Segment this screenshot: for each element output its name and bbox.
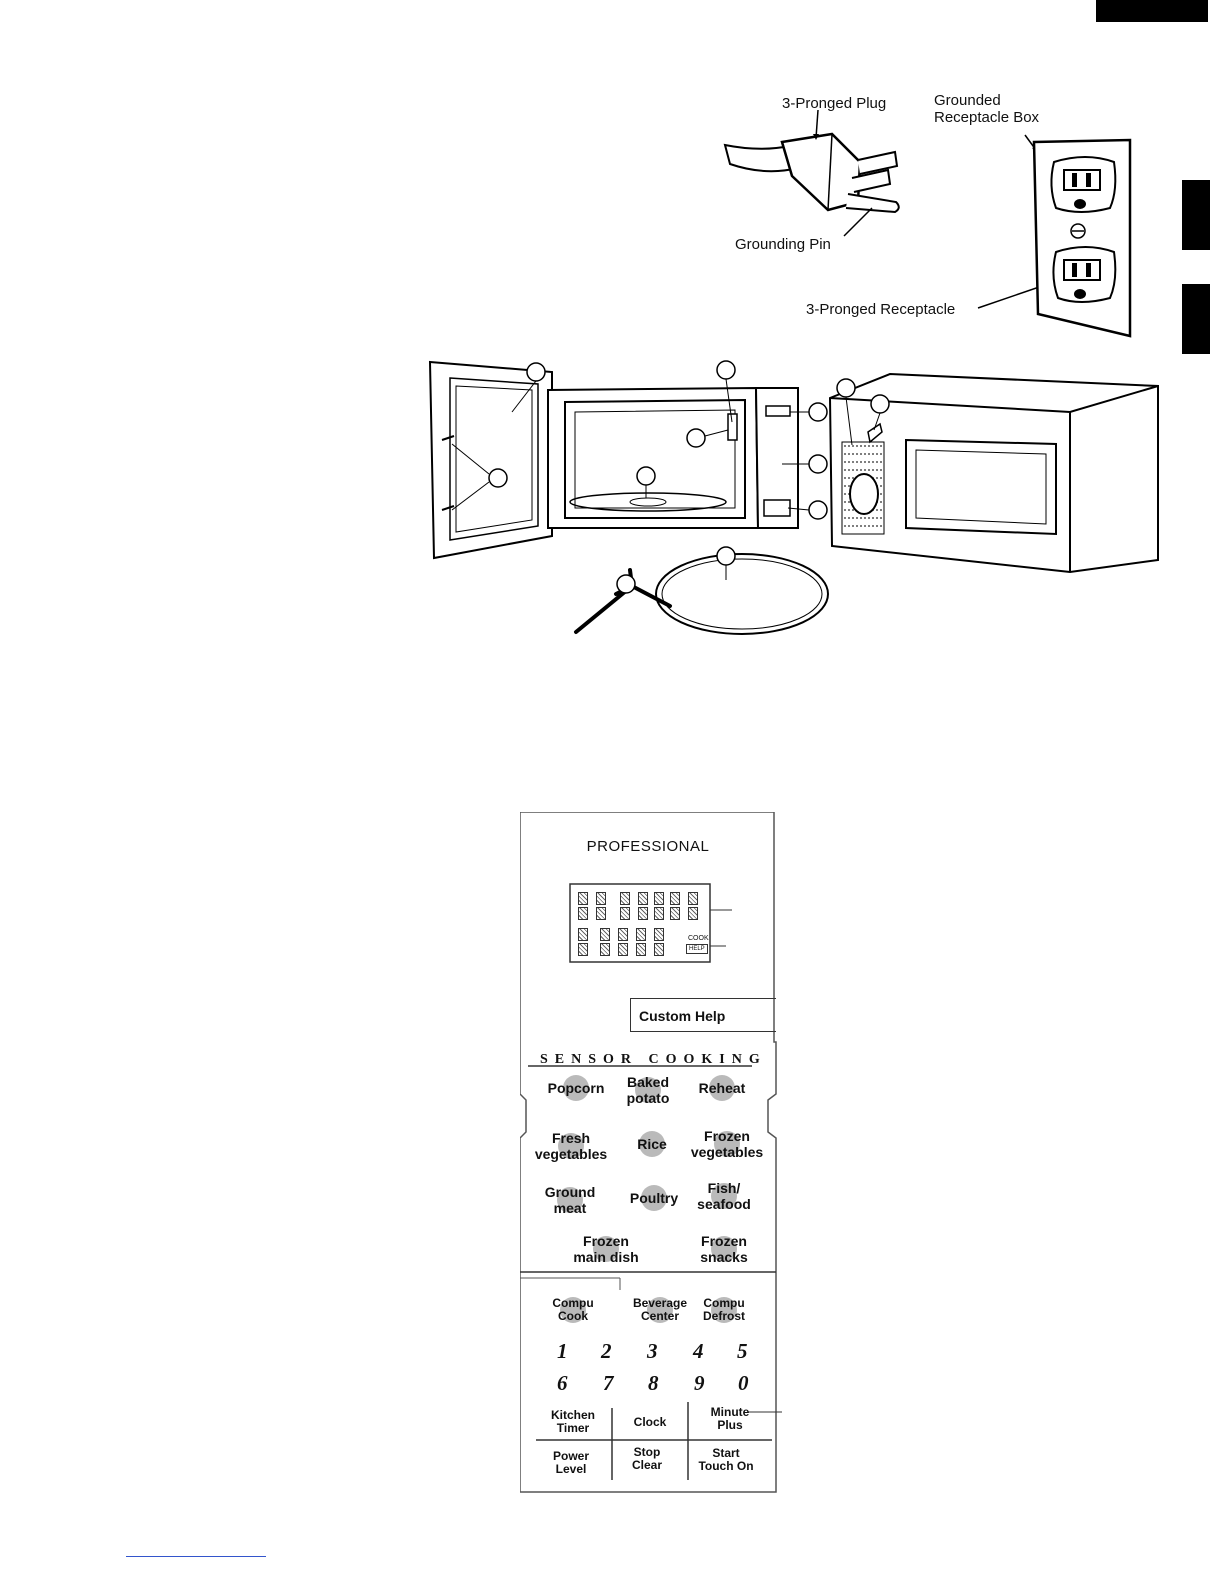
poultry-button[interactable]: Poultry bbox=[612, 1185, 696, 1211]
sensor-cooking-title: SENSOR COOKING bbox=[540, 1052, 767, 1067]
display-digit bbox=[578, 892, 588, 905]
control-panel-outline bbox=[520, 812, 782, 1493]
receptacle-label: 3-Pronged Receptacle bbox=[806, 301, 956, 318]
display-help-label: HELP bbox=[686, 944, 708, 954]
rice-button[interactable]: Rice bbox=[612, 1131, 692, 1157]
header-tab-black bbox=[1096, 0, 1208, 22]
edge-tab-lower bbox=[1182, 284, 1210, 354]
display-digit bbox=[600, 943, 610, 956]
plug-label: 3-Pronged Plug bbox=[782, 95, 887, 112]
display-digit bbox=[618, 928, 628, 941]
number-key-0[interactable]: 0 bbox=[738, 1371, 749, 1395]
beverage-center-button[interactable]: Beverage Center bbox=[632, 1296, 688, 1323]
display-digit bbox=[688, 892, 698, 905]
display-digit bbox=[596, 907, 606, 920]
compu-cook-button[interactable]: Compu Cook bbox=[552, 1296, 594, 1323]
display-digit bbox=[670, 907, 680, 920]
display-digit bbox=[578, 907, 588, 920]
popcorn-button[interactable]: Popcorn bbox=[534, 1075, 618, 1101]
custom-help-button[interactable]: Custom Help bbox=[630, 998, 776, 1032]
display-digit bbox=[654, 892, 664, 905]
display-digit bbox=[578, 928, 588, 941]
frozen-snacks-button[interactable]: Frozen snacks bbox=[700, 1233, 748, 1265]
control-panel: PROFESSIONAL COOK HELP Custom Help SENSO… bbox=[520, 812, 782, 1494]
compu-defrost-button[interactable]: Compu Defrost bbox=[702, 1296, 745, 1323]
ground-meat-button[interactable]: Ground meat bbox=[544, 1184, 596, 1216]
grounding-diagram-art bbox=[723, 109, 1132, 338]
display-digit bbox=[636, 928, 646, 941]
receptacle-box-label-line1: Grounded bbox=[934, 92, 1001, 109]
display-digit bbox=[688, 907, 698, 920]
grounding-diagram: 3-Pronged Plug Grounded Receptacle Box G… bbox=[720, 90, 1150, 350]
brand-title: PROFESSIONAL bbox=[586, 838, 710, 855]
reheat-button[interactable]: Reheat bbox=[680, 1075, 764, 1101]
baked-potato-button[interactable]: Baked potato bbox=[626, 1074, 670, 1106]
grounding-pin-label: Grounding Pin bbox=[735, 236, 831, 253]
edge-tab-upper bbox=[1182, 180, 1210, 250]
display-digit bbox=[600, 928, 610, 941]
display-digit bbox=[654, 907, 664, 920]
number-key-2[interactable]: 2 bbox=[601, 1339, 612, 1363]
number-key-9[interactable]: 9 bbox=[694, 1371, 705, 1395]
frozen-main-dish-button[interactable]: Frozen main dish bbox=[573, 1233, 639, 1265]
stop-clear-button[interactable]: Stop Clear bbox=[631, 1445, 663, 1472]
clock-button[interactable]: Clock bbox=[633, 1415, 667, 1429]
display-digit bbox=[670, 892, 680, 905]
display-digit bbox=[596, 892, 606, 905]
oven-parts-diagram bbox=[420, 350, 1160, 650]
number-key-6[interactable]: 6 bbox=[557, 1371, 568, 1395]
display-digit bbox=[654, 943, 664, 956]
display-digit bbox=[636, 943, 646, 956]
oven-parts-art bbox=[428, 360, 1159, 635]
start-touch-on-button[interactable]: Start Touch On bbox=[698, 1446, 754, 1473]
display-digit bbox=[578, 943, 588, 956]
footer-rule bbox=[126, 1556, 266, 1557]
number-key-3[interactable]: 3 bbox=[647, 1339, 658, 1363]
fish-seafood-button[interactable]: Fish/ seafood bbox=[697, 1180, 751, 1212]
display-digit bbox=[618, 943, 628, 956]
number-key-5[interactable]: 5 bbox=[737, 1339, 748, 1363]
power-level-button[interactable]: Power Level bbox=[552, 1449, 589, 1476]
number-key-1[interactable]: 1 bbox=[557, 1339, 568, 1363]
minute-plus-button[interactable]: Minute Plus bbox=[710, 1405, 750, 1432]
number-key-8[interactable]: 8 bbox=[648, 1371, 659, 1395]
fresh-vegetables-button[interactable]: Fresh vegetables bbox=[534, 1130, 608, 1162]
custom-help-label: Custom Help bbox=[639, 1008, 726, 1024]
display-digit bbox=[638, 892, 648, 905]
display-digit bbox=[638, 907, 648, 920]
receptacle-box-label-line2: Receptacle Box bbox=[934, 109, 1040, 126]
display-digit bbox=[654, 928, 664, 941]
number-key-4[interactable]: 4 bbox=[693, 1339, 704, 1363]
display-digit bbox=[620, 892, 630, 905]
number-key-7[interactable]: 7 bbox=[603, 1371, 614, 1395]
display-digit bbox=[620, 907, 630, 920]
frozen-vegetables-button[interactable]: Frozen vegetables bbox=[690, 1128, 764, 1160]
display-cook-label: COOK bbox=[688, 935, 709, 942]
kitchen-timer-button[interactable]: Kitchen Timer bbox=[550, 1408, 595, 1435]
